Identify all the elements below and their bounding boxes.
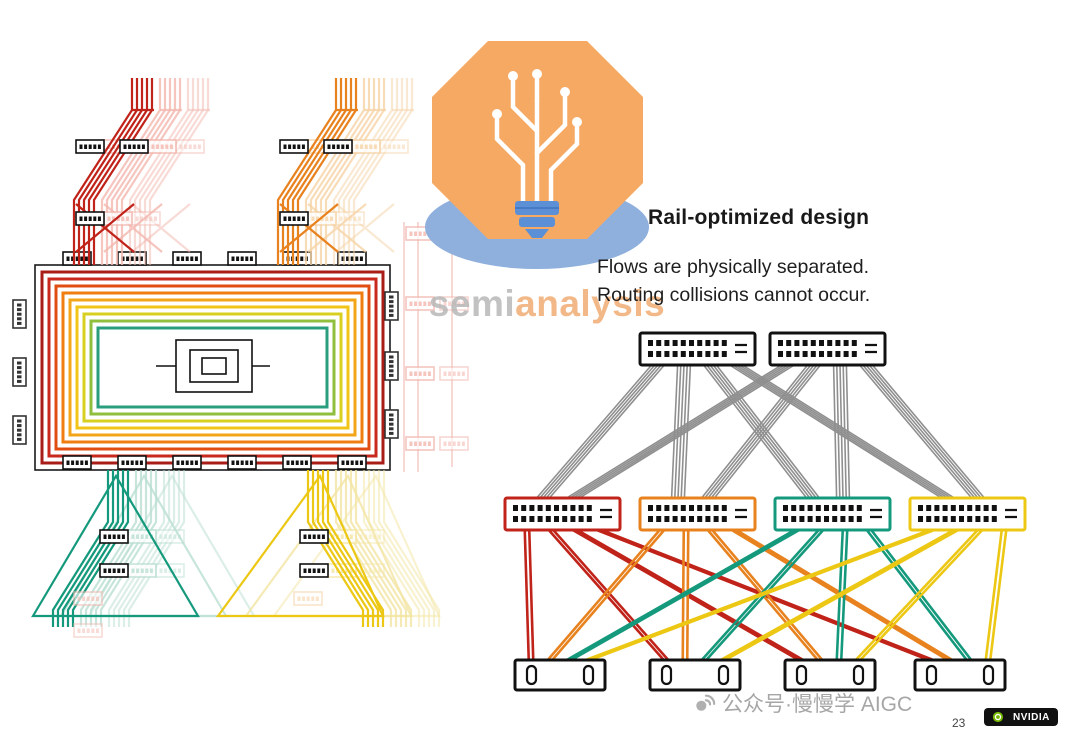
watermark-text: 公众号·慢慢学 AIGC bbox=[722, 693, 913, 716]
slide-subtitle: Flows are physically separated. Routing … bbox=[597, 254, 957, 309]
logo-circuit-dots bbox=[492, 69, 582, 127]
rail-wiring-diagram bbox=[12, 78, 469, 638]
watermark: 公众号·慢慢学 AIGC bbox=[694, 688, 912, 718]
logo-text-analysis: analysis bbox=[515, 283, 666, 324]
subtitle-line-1: Flows are physically separated. bbox=[597, 256, 870, 278]
nvidia-eye-icon bbox=[992, 711, 1004, 723]
logo-text-semi: semi bbox=[428, 283, 516, 324]
logo-bulb-base bbox=[515, 201, 559, 238]
semianalysis-wordmark: semianalysis bbox=[417, 283, 677, 325]
nvidia-wordmark: NVIDIA bbox=[1013, 711, 1050, 723]
page-number: 23 bbox=[952, 716, 966, 730]
megaphone-icon bbox=[696, 694, 716, 711]
semianalysis-logo-icon bbox=[425, 41, 649, 269]
nvidia-logo: NVIDIA bbox=[984, 708, 1058, 726]
slide-title: Rail-optimized design bbox=[648, 206, 870, 229]
logo-circuit-tree bbox=[494, 76, 580, 206]
semianalysis-logo: semianalysis bbox=[425, 35, 665, 324]
rail-topology-diagram bbox=[503, 331, 1027, 692]
subtitle-line-2: Routing collisions cannot occur. bbox=[597, 283, 871, 306]
